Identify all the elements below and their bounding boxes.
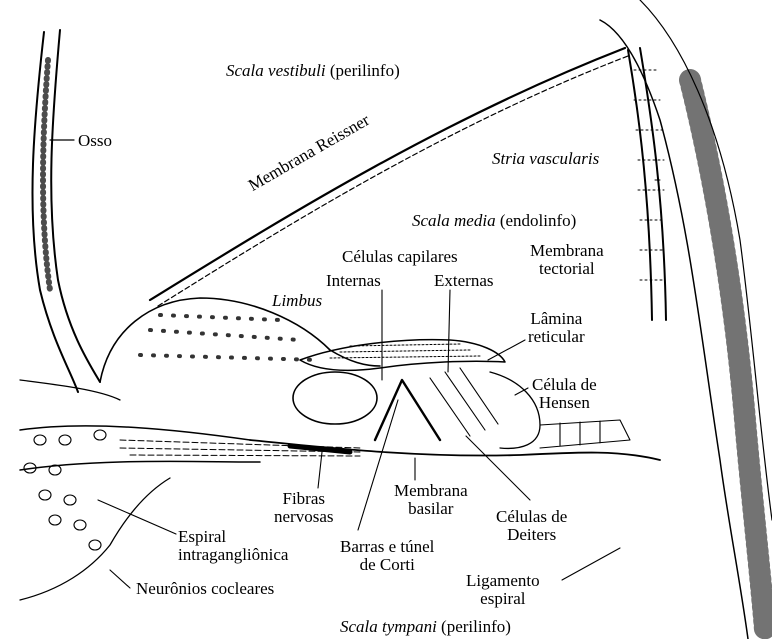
label-limbus: Limbus (272, 292, 322, 310)
ligamento-line1: Ligamento (466, 572, 540, 590)
label-membrana-tectorial: Membrana tectorial (530, 242, 604, 278)
label-lamina-reticular: Lâmina reticular (528, 310, 585, 346)
scala-vestibuli-name: Scala vestibuli (226, 61, 326, 80)
barras-line2: de Corti (340, 556, 434, 574)
membrana-basilar-line1: Membrana (394, 482, 468, 500)
membrana-tectorial-line2: tectorial (530, 260, 604, 278)
label-barras-tunel-corti: Barras e túnel de Corti (340, 538, 434, 574)
membrana-tectorial-line1: Membrana (530, 242, 604, 260)
celula-hensen-line1: Célula de (532, 376, 597, 394)
label-externas: Externas (434, 272, 493, 290)
inner-sulcus (293, 372, 377, 424)
label-fibras-nervosas: Fibras nervosas (274, 490, 333, 526)
label-osso: Osso (78, 132, 112, 150)
label-scala-vestibuli: Scala vestibuli (perilinfo) (226, 62, 400, 80)
label-celulas-deiters: Células de Deiters (496, 508, 567, 544)
label-internas: Internas (326, 272, 381, 290)
barras-line1: Barras e túnel (340, 538, 434, 556)
pointer-barras (358, 400, 398, 530)
pointer-ligamento (562, 548, 620, 580)
espiral-line2: intragangliônica (178, 546, 288, 564)
pointer-fibras (318, 452, 322, 488)
fibras-nervosas-line1: Fibras (274, 490, 333, 508)
lamina-reticular-line2: reticular (528, 328, 585, 346)
label-celula-hensen: Célula de Hensen (532, 376, 597, 412)
label-neuronios-cocleares: Neurônios cocleares (136, 580, 274, 598)
label-scala-media: Scala media (endolinfo) (412, 212, 576, 230)
stria-vascularis (628, 48, 666, 320)
pointer-neuronios (110, 570, 130, 588)
label-stria-vascularis: Stria vascularis (492, 150, 599, 168)
label-celulas-capilares: Células capilares (342, 248, 458, 266)
scala-tympani-name: Scala tympani (340, 617, 437, 636)
espiral-line1: Espiral (178, 528, 288, 546)
label-ligamento-espiral: Ligamento espiral (466, 572, 540, 608)
fibras-nervosas-line2: nervosas (274, 508, 333, 526)
scala-media-name: Scala media (412, 211, 496, 230)
celulas-deiters-line2: Deiters (496, 526, 567, 544)
label-espiral-intraganglionica: Espiral intragangliônica (178, 528, 288, 564)
corti-tunnel (375, 380, 440, 440)
scala-media-note: (endolinfo) (500, 211, 576, 230)
scala-tympani-note: (perilinfo) (441, 617, 511, 636)
outer-hair-cells (430, 368, 498, 436)
pointer-espiral (98, 500, 176, 534)
bone-wall-stipple (43, 60, 50, 290)
lamina-reticular-line1: Lâmina (528, 310, 585, 328)
tectorial-membrane (300, 340, 505, 371)
label-scala-tympani: Scala tympani (perilinfo) (340, 618, 511, 636)
claudius-cells (540, 420, 630, 448)
pointer-lamina (488, 340, 525, 360)
pointer-deiters (466, 436, 530, 500)
scala-vestibuli-note: (perilinfo) (330, 61, 400, 80)
celula-hensen-line2: Hensen (532, 394, 597, 412)
ganglion-neurons (24, 430, 106, 550)
celulas-deiters-line1: Células de (496, 508, 567, 526)
pointer-externas (448, 290, 450, 372)
label-membrana-basilar: Membrana basilar (394, 482, 468, 518)
ligamento-line2: espiral (466, 590, 540, 608)
membrana-basilar-line2: basilar (394, 500, 468, 518)
